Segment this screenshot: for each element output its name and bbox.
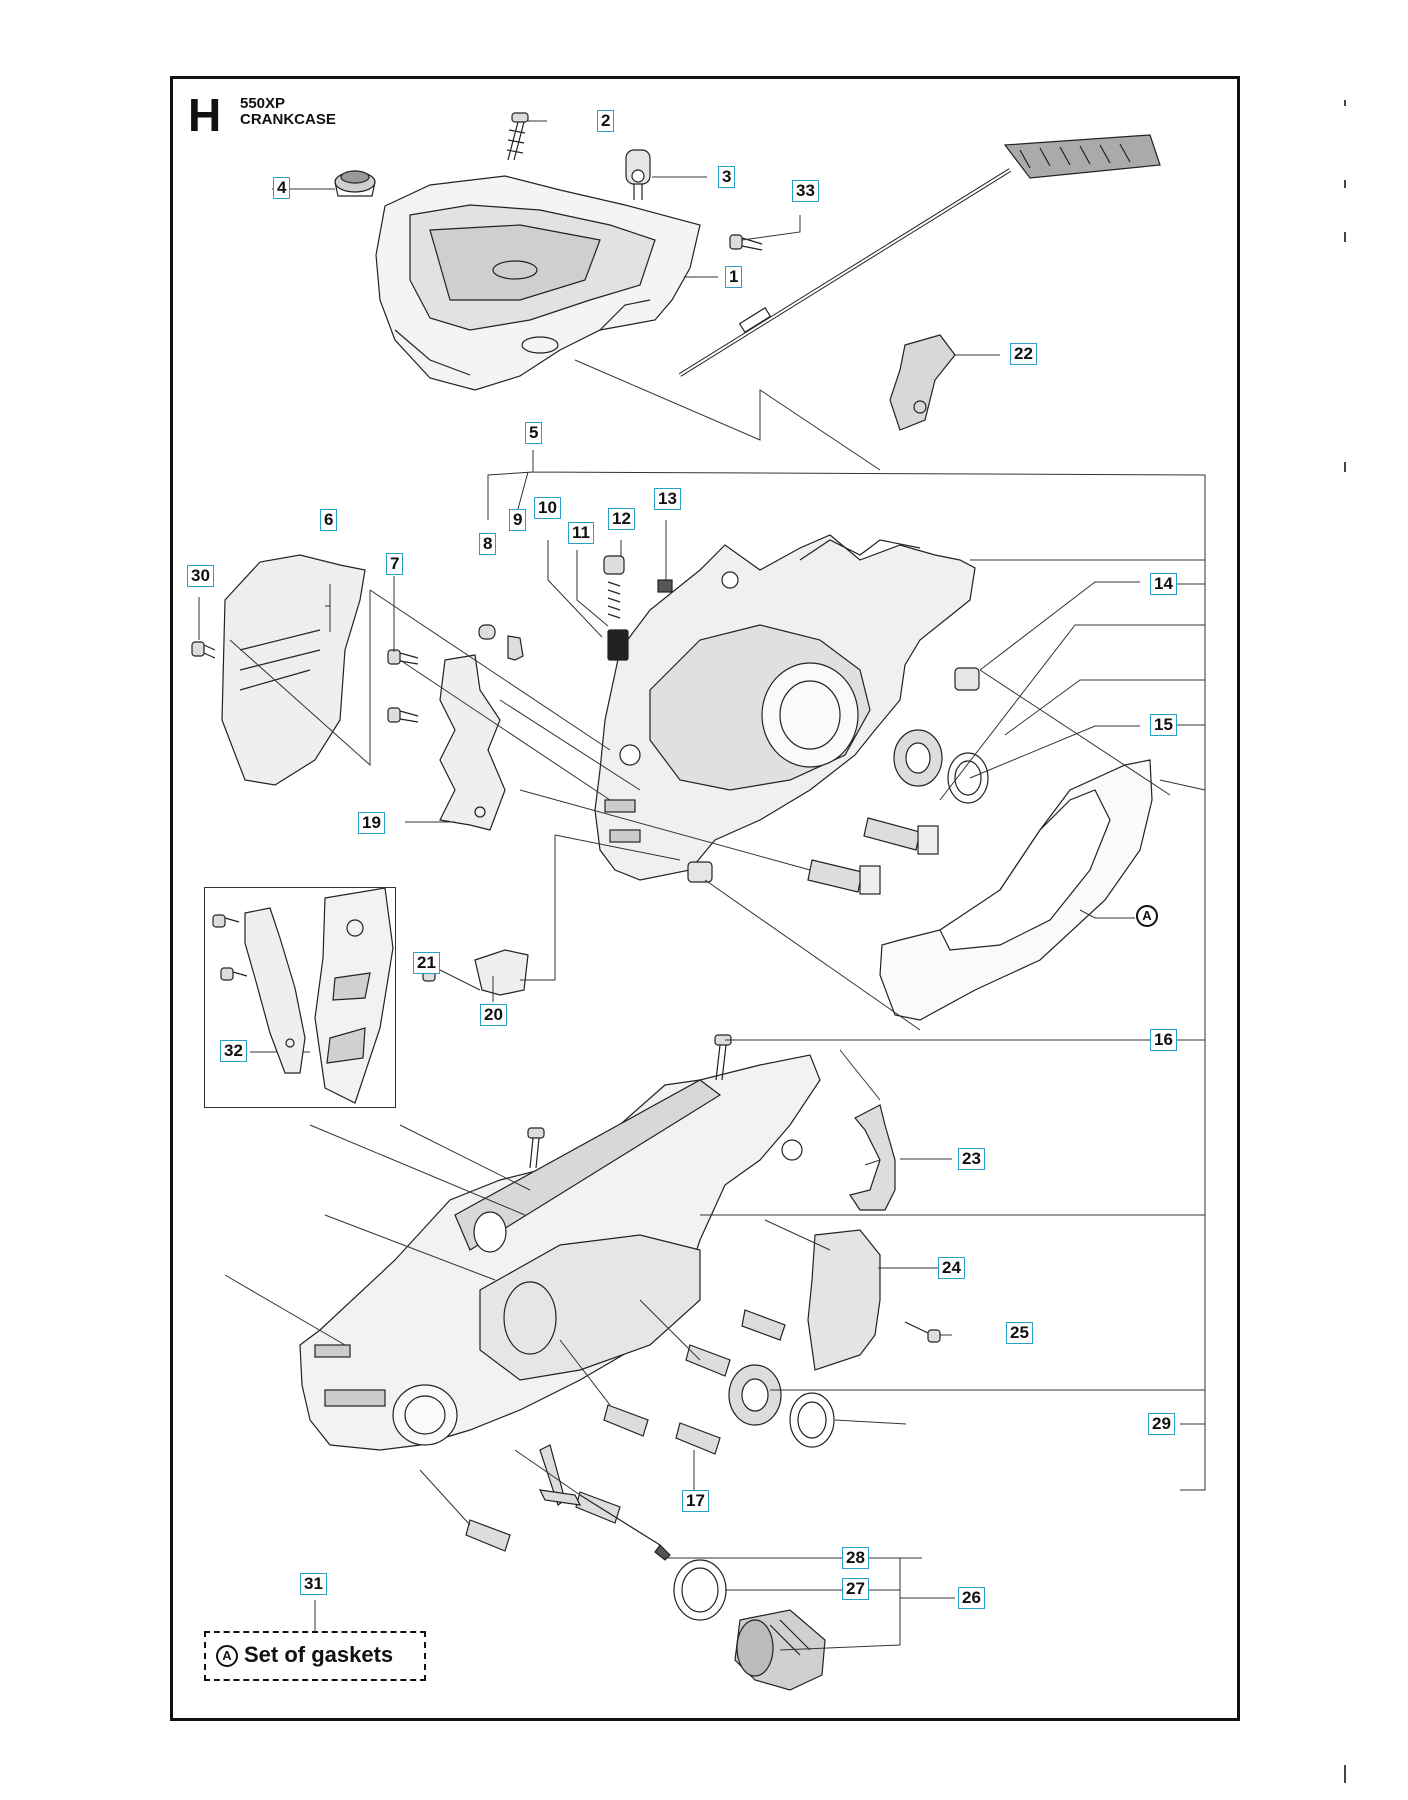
- callout-27: 27: [842, 1578, 869, 1600]
- inset-artwork: [212, 887, 394, 1104]
- part-screw-30: [191, 641, 216, 659]
- edge-mark: [1344, 100, 1346, 106]
- section-title: CRANKCASE: [240, 111, 336, 128]
- callout-22: 22: [1010, 343, 1037, 365]
- part-crankcase-cover: [375, 175, 701, 391]
- section-letter: H: [188, 89, 222, 141]
- part-crankcase-main: [594, 534, 976, 881]
- part-bushing-3: [625, 149, 651, 200]
- callout-12: 12: [608, 508, 635, 530]
- callout-8: 8: [479, 533, 497, 555]
- kit-label: Set of gaskets: [244, 1642, 394, 1667]
- callout-26: 26: [958, 1587, 985, 1609]
- callout-15: 15: [1150, 714, 1177, 736]
- part-bearing-upper: [893, 729, 989, 804]
- part-crankcase-lower: [299, 1054, 821, 1451]
- part-cover-24: [807, 1229, 881, 1371]
- part-bolt-upper-2: [807, 859, 881, 895]
- part-plug-4: [334, 170, 376, 197]
- callout-29: 29: [1148, 1413, 1175, 1435]
- leader-lines: [198, 120, 1206, 1651]
- callout-28: 28: [842, 1547, 869, 1569]
- callout-31: 31: [300, 1573, 327, 1595]
- callout-19: 19: [358, 812, 385, 834]
- callout-11: 11: [568, 522, 594, 544]
- part-cover-6: [221, 554, 366, 786]
- part-screw-33: [729, 234, 763, 251]
- callout-9: 9: [509, 509, 527, 531]
- callout-1: 1: [725, 266, 743, 288]
- callout-3: 3: [718, 166, 736, 188]
- gasket-kit-legend: [204, 1631, 426, 1681]
- callout-17: 17: [682, 1490, 709, 1512]
- callout-2: 2: [597, 110, 615, 132]
- callout-32: 32: [220, 1040, 247, 1062]
- part-seal-27: [673, 1559, 727, 1621]
- callout-23: 23: [958, 1148, 985, 1170]
- part-screws-7: [387, 649, 419, 723]
- part-bolt-upper-1: [863, 817, 939, 855]
- edge-mark: [1344, 180, 1346, 188]
- diagram-frame: [170, 76, 1240, 1721]
- part-sleeve-14: [954, 667, 980, 691]
- part-pin-9: [507, 635, 524, 661]
- callout-20: 20: [480, 1004, 507, 1026]
- part-nipple-13: [657, 579, 673, 593]
- callout-13: 13: [654, 488, 681, 510]
- callout-6: 6: [320, 509, 338, 531]
- edge-mark: [1344, 462, 1346, 472]
- part-throttle-cable: [678, 134, 1161, 377]
- part-plate-19: [439, 654, 506, 831]
- callout-4: 4: [273, 177, 291, 199]
- part-plate-20: [474, 949, 529, 996]
- callout-14: 14: [1150, 573, 1177, 595]
- edge-mark: [1344, 232, 1346, 242]
- callout-21: 21: [413, 952, 440, 974]
- part-sleeve-lower: [687, 861, 713, 883]
- edge-mark: [1344, 1765, 1346, 1783]
- part-plug-8: [478, 624, 496, 640]
- part-guard-23: [849, 1104, 896, 1211]
- inset-detail-box: [204, 887, 396, 1108]
- gasket-marker-A: A: [1136, 905, 1158, 927]
- part-valve-12: [603, 555, 625, 575]
- callout-10: 10: [534, 497, 561, 519]
- part-bearing-lower: [728, 1364, 835, 1448]
- callout-25: 25: [1006, 1322, 1033, 1344]
- kit-marker-A: A: [216, 1645, 238, 1667]
- model-name: 550XP: [240, 95, 286, 112]
- part-screw-2: [506, 112, 529, 161]
- callout-5: 5: [525, 422, 543, 444]
- callout-30: 30: [187, 565, 214, 587]
- part-filter-10: [607, 629, 629, 661]
- part-spring-11: [607, 581, 621, 619]
- callout-7: 7: [386, 553, 404, 575]
- part-screw-25: [904, 1321, 941, 1343]
- callout-33: 33: [792, 180, 819, 202]
- part-screw-16: [714, 1034, 732, 1081]
- part-screw-lower-top: [527, 1127, 545, 1169]
- callout-16: 16: [1150, 1029, 1177, 1051]
- callout-24: 24: [938, 1257, 965, 1279]
- part-bracket-22: [889, 334, 956, 431]
- part-lever: [538, 1444, 671, 1561]
